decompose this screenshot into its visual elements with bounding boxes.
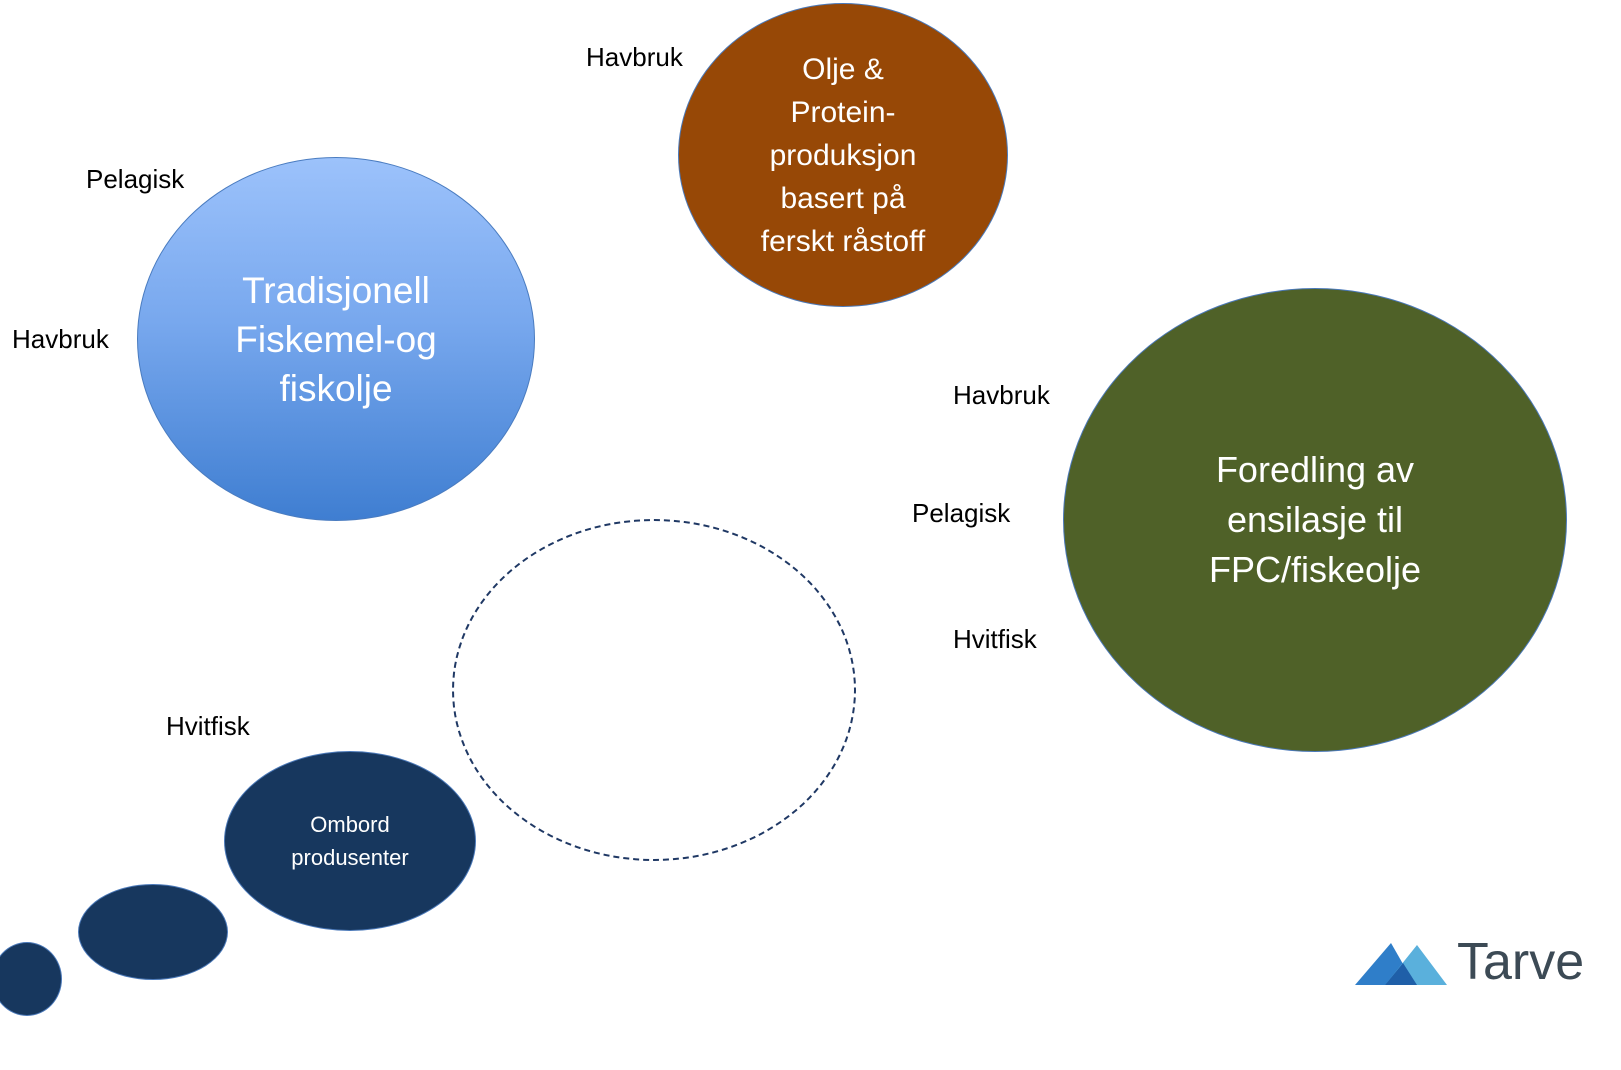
- label-havbruk-left: Havbruk: [12, 324, 109, 354]
- bubble-oil-protein-text: Olje & Protein- produksjon basert på fer…: [760, 52, 926, 258]
- label-pelagisk-top: Pelagisk: [86, 164, 185, 194]
- thought-dot-small: [0, 942, 62, 1016]
- bubble-onboard: Ombord produsenter: [224, 751, 476, 931]
- bubble-oil-protein: Olje & Protein- produksjon basert på fer…: [678, 3, 1008, 307]
- bubble-empty-dashed: [452, 519, 856, 861]
- logo: Tarve: [1355, 932, 1584, 992]
- thought-dot-medium: [78, 884, 228, 980]
- bubble-ensilage-text: Foredling av ensilasje til FPC/fiskeolje: [1208, 449, 1422, 590]
- bubble-traditional-text: Tradisjonell Fiskemel-og fiskolje: [235, 269, 437, 409]
- logo-text: Tarve: [1457, 933, 1585, 991]
- label-hvitfisk-right: Hvitfisk: [953, 624, 1037, 654]
- label-havbruk-top: Havbruk: [586, 42, 683, 72]
- label-havbruk-right: Havbruk: [953, 380, 1050, 410]
- bubble-traditional-fishmeal: Tradisjonell Fiskemel-og fiskolje: [137, 157, 535, 521]
- label-hvitfisk-left: Hvitfisk: [166, 711, 250, 741]
- bubble-ensilage: Foredling av ensilasje til FPC/fiskeolje: [1063, 288, 1567, 752]
- bubble-onboard-text: Ombord produsenter: [291, 812, 409, 870]
- label-pelagisk-right: Pelagisk: [912, 498, 1011, 528]
- mountain-logo-icon: [1355, 943, 1447, 985]
